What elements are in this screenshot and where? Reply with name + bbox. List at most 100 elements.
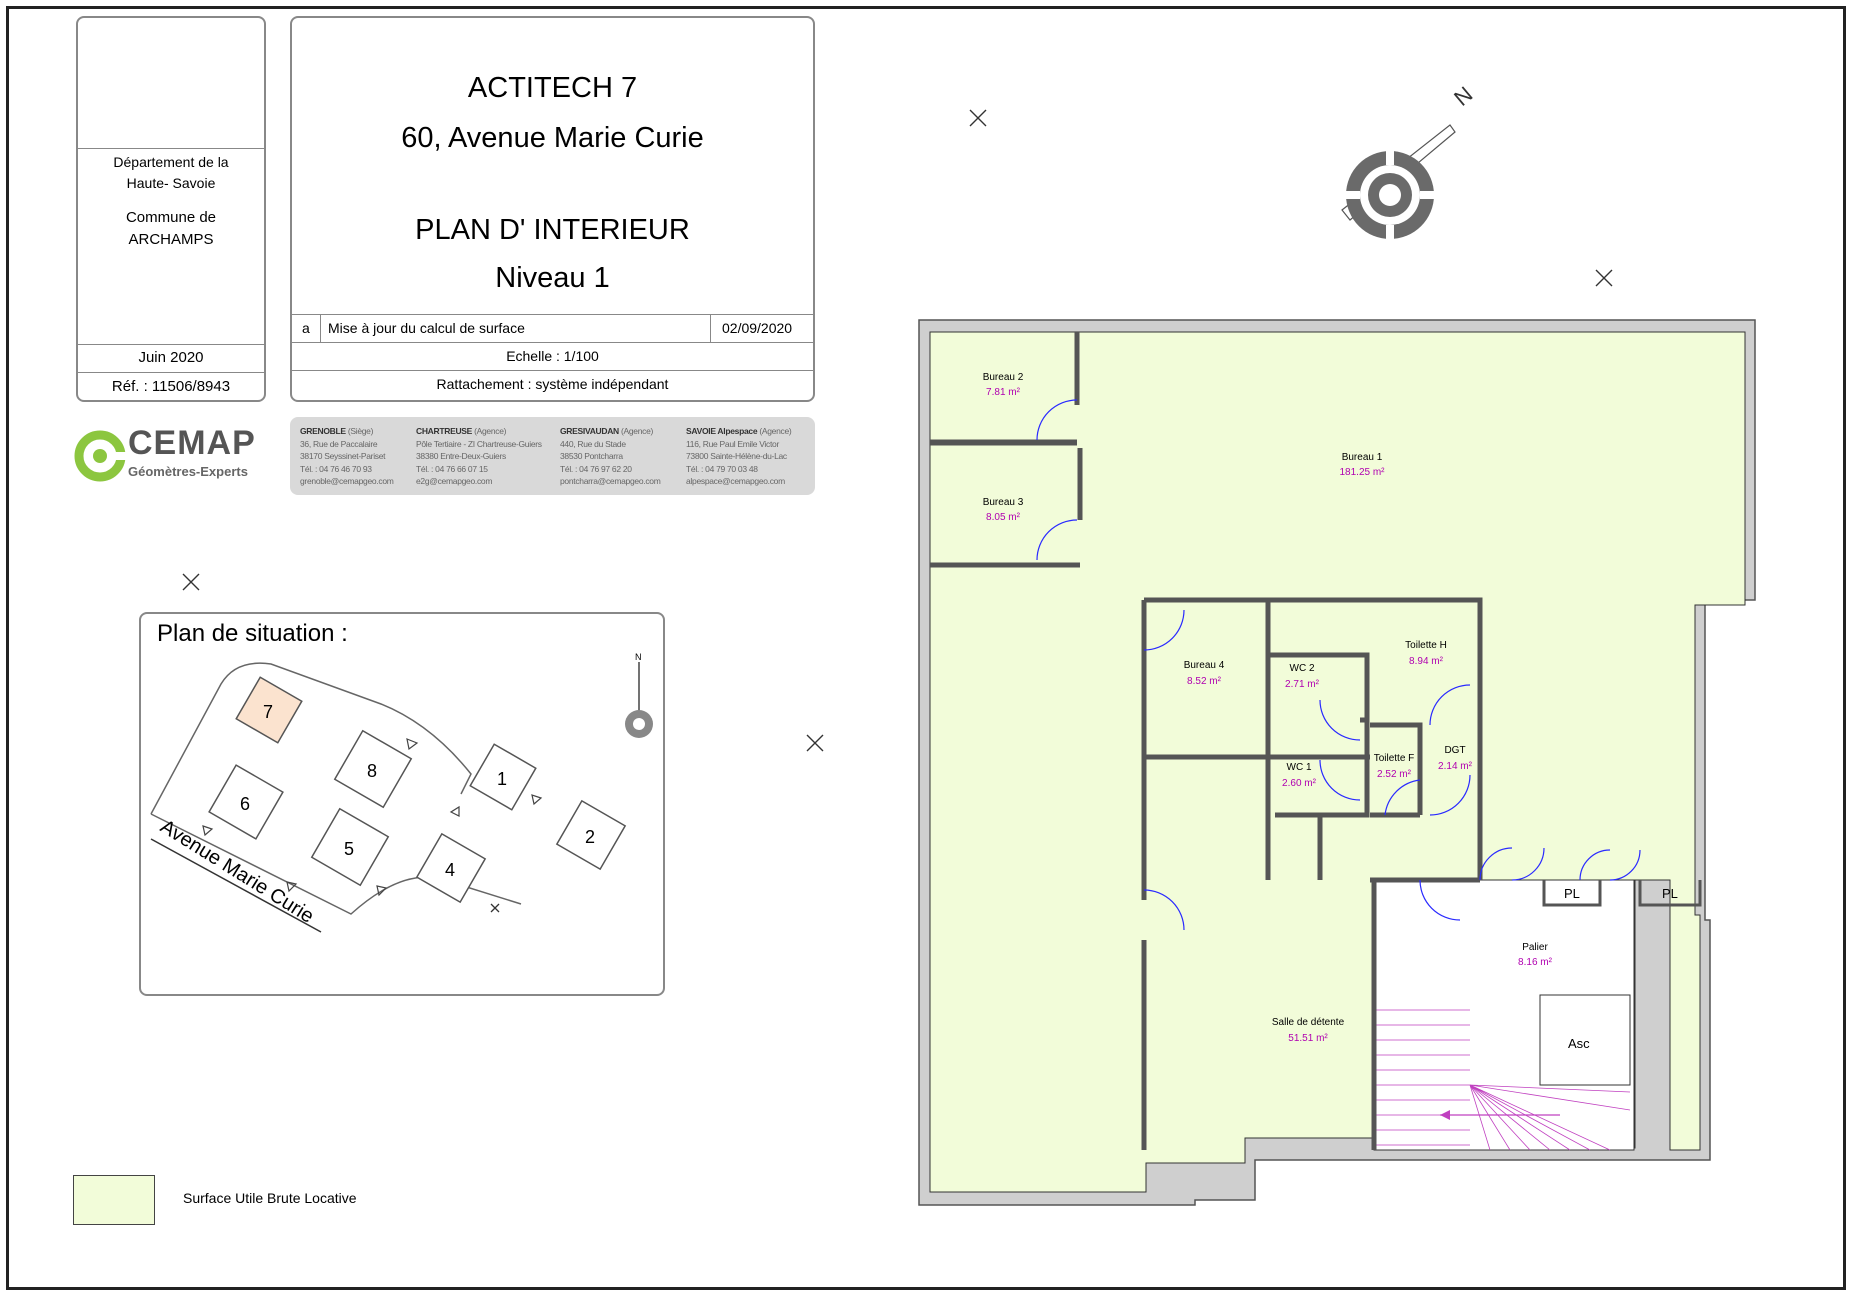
room-area: 51.51 m² <box>1288 1033 1328 1044</box>
location-panel: Département de la Haute- Savoie Commune … <box>76 16 266 402</box>
agency-type: (Agence) <box>759 426 792 436</box>
revision-letter: a <box>302 320 310 336</box>
department-line-1: Département de la <box>113 154 229 170</box>
building-label: 8 <box>367 761 377 781</box>
agency-gresivaudan: GRESIVAUDAN (Agence) 440, Rue du Stade 3… <box>560 425 661 488</box>
street-edge <box>150 838 322 933</box>
room-name: Toilette F <box>1374 753 1415 764</box>
company-subtitle: Géomètres-Experts <box>128 464 248 479</box>
agency-name: GRENOBLE <box>300 426 346 436</box>
room-area: 2.52 m² <box>1377 769 1412 780</box>
column-divider <box>710 314 711 342</box>
compass-north-label: N <box>1449 81 1477 110</box>
department-line-2: Haute- Savoie <box>126 175 216 191</box>
room-name: Bureau 1 <box>1342 452 1383 463</box>
title-divider <box>292 314 813 315</box>
panel-divider <box>78 344 264 345</box>
pl-right-label: PL <box>1662 886 1678 901</box>
agency-email: grenoble@cemapgeo.com <box>300 476 394 486</box>
agency-line: Tél. : 04 79 70 03 48 <box>686 463 758 474</box>
agency-email: pontcharra@cemapgeo.com <box>560 476 661 486</box>
agencies-box: GRENOBLE (Siège) 36, Rue de Paccalaire 3… <box>290 417 815 495</box>
pl-left-label: PL <box>1564 886 1580 901</box>
building-4: 4 <box>415 832 487 904</box>
situation-title: Plan de situation : <box>157 620 348 647</box>
scale-text: Echelle : 1/100 <box>506 348 599 364</box>
agency-grenoble: GRENOBLE (Siège) 36, Rue de Paccalaire 3… <box>300 425 394 488</box>
project-name: ACTITECH 7 <box>467 72 638 104</box>
stairs-direction-arrow <box>1440 1110 1450 1120</box>
room-name: Bureau 3 <box>983 497 1024 508</box>
floor-plan: N <box>918 81 1756 1206</box>
column-divider <box>320 314 321 342</box>
room-name: Palier <box>1522 942 1548 953</box>
agency-name: CHARTREUSE <box>416 426 473 436</box>
cemap-logo-icon <box>74 430 126 482</box>
company-name: CEMAP <box>128 424 256 462</box>
building-6: 6 <box>208 764 284 840</box>
room-area: 8.52 m² <box>1187 676 1222 687</box>
room-name: Bureau 2 <box>983 372 1024 383</box>
room-name: Bureau 4 <box>1184 660 1225 671</box>
agency-name: SAVOIE Alpespace <box>686 426 758 436</box>
agency-name: GRESIVAUDAN <box>560 426 619 436</box>
agency-line: 36, Rue de Paccalaire <box>300 438 378 449</box>
agency-chartreuse: CHARTREUSE (Agence) Pôle Tertiaire - ZI … <box>416 425 542 488</box>
room-area: 2.71 m² <box>1285 679 1320 690</box>
room-area: 8.05 m² <box>986 512 1021 523</box>
agency-type: (Agence) <box>474 426 507 436</box>
agency-savoie: SAVOIE Alpespace (Agence) 116, Rue Paul … <box>686 425 792 488</box>
title-block: ACTITECH 7 60, Avenue Marie Curie PLAN D… <box>290 16 815 402</box>
agency-email: e2g@cemapgeo.com <box>416 476 493 486</box>
agency-line: 38380 Entre-Deux-Guiers <box>416 451 506 461</box>
interior-walls <box>930 332 1483 1150</box>
legend-label: Surface Utile Brute Locative <box>183 1190 357 1206</box>
street-label: Avenue Marie Curie <box>156 816 317 928</box>
building-8: 8 <box>333 729 413 809</box>
title-divider <box>292 342 813 343</box>
plan-type: PLAN D' INTERIEUR <box>415 214 690 246</box>
panel-divider <box>78 372 264 373</box>
agency-line: 38170 Seyssinet-Pariset <box>300 451 386 461</box>
date-text: Juin 2020 <box>138 349 204 366</box>
door-swings <box>1036 399 1641 931</box>
revision-text: Mise à jour du calcul de surface <box>328 320 525 336</box>
commune-line-2: ARCHAMPS <box>128 231 214 248</box>
situation-north-arrow: N <box>625 652 653 738</box>
building-5: 5 <box>310 807 390 887</box>
room-name: Toilette H <box>1405 640 1447 651</box>
building-label: 1 <box>497 769 507 789</box>
building-label: 2 <box>585 827 595 847</box>
room-area: 2.14 m² <box>1438 761 1473 772</box>
project-address: 60, Avenue Marie Curie <box>401 122 704 154</box>
panel-divider <box>78 148 264 149</box>
building-label: 4 <box>445 860 455 880</box>
room-labels: Bureau 2 7.81 m² Bureau 3 8.05 m² Bureau… <box>983 372 1553 1044</box>
legend-swatch <box>73 1175 155 1225</box>
elevator-label: Asc <box>1568 1036 1590 1051</box>
highlighted-building <box>235 676 303 744</box>
revision-date: 02/09/2020 <box>722 320 793 336</box>
room-area: 8.16 m² <box>1518 957 1553 968</box>
entrance-markers <box>202 738 543 897</box>
building-label: 6 <box>240 794 250 814</box>
compass-rose: N <box>1341 81 1477 241</box>
building-1: 1 <box>469 743 537 811</box>
situation-map: Avenue Marie Curie N 7 8 1 6 5 <box>150 652 653 933</box>
agency-line: 38530 Pontcharra <box>560 451 623 461</box>
drawing-frame <box>6 6 1846 1290</box>
agency-line: 73800 Sainte-Hélène-du-Lac <box>686 451 787 461</box>
situation-plan: Plan de situation : Avenue Marie Curie N… <box>139 612 665 996</box>
agency-line: 116, Rue Paul Emile Victor <box>686 438 779 449</box>
agency-line: Pôle Tertiaire - ZI Chartreuse-Guiers <box>416 438 542 449</box>
room-name: WC 2 <box>1290 663 1315 674</box>
room-area: 8.94 m² <box>1409 656 1444 667</box>
agency-email: alpespace@cemapgeo.com <box>686 476 785 486</box>
department-text: Département de la Haute- Savoie <box>78 152 264 194</box>
room-area: 2.60 m² <box>1282 778 1317 789</box>
agency-type: (Agence) <box>620 426 654 436</box>
stairs <box>1375 1009 1631 1151</box>
agency-type: (Siège) <box>347 426 374 436</box>
room-area: 7.81 m² <box>986 387 1021 398</box>
agency-line: 440, Rue du Stade <box>560 438 626 449</box>
